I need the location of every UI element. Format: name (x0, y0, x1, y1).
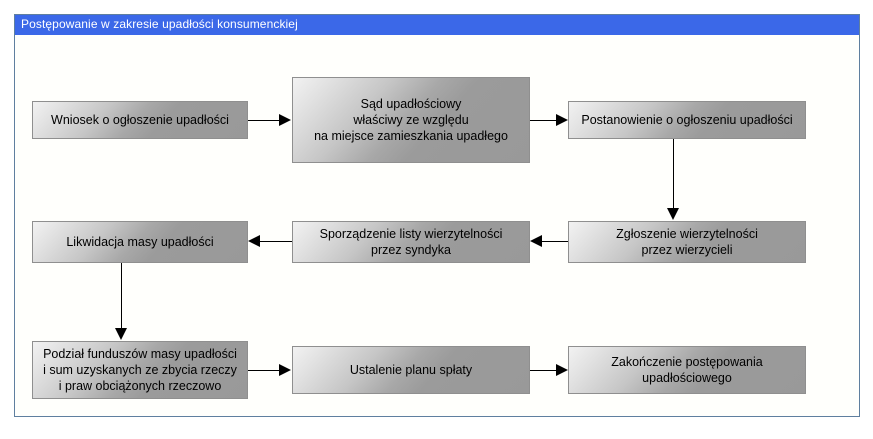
edge-postanowienie-to-zgloszenie (673, 139, 674, 209)
flow-node-postanowienie-line-1: Postanowienie o ogłoszeniu upadłości (581, 113, 793, 127)
flow-node-zgloszenie-wierzytelnosci[interactable]: Zgłoszenie wierzytelności przez wierzyci… (568, 221, 806, 263)
flow-node-podzial-funduszow-line-3: i praw obciążonych rzeczowo (58, 379, 222, 393)
flow-node-podzial-funduszow-line-1: Podział funduszów masy upadłości (43, 347, 237, 361)
flow-node-sporzadzenie-listy-line-2: przez syndyka (371, 243, 451, 257)
flow-node-postanowienie[interactable]: Postanowienie o ogłoszeniu upadłości (568, 101, 806, 139)
window-title-bar: Postępowanie w zakresie upadłości konsum… (15, 15, 859, 35)
flow-node-zakonczenie-line-1: Zakończenie postępowania (611, 355, 763, 369)
flow-node-zgloszenie-wierzytelnosci-line-1: Zgłoszenie wierzytelności (616, 227, 758, 241)
flow-node-sporzadzenie-listy-line-1: Sporządzenie listy wierzytelności (319, 227, 503, 241)
flow-node-wniosek-line-1: Wniosek o ogłoszenie upadłości (51, 113, 229, 127)
flow-node-ustalenie-planu-line-1: Ustalenie planu spłaty (349, 363, 473, 377)
flow-node-ustalenie-planu[interactable]: Ustalenie planu spłaty (292, 346, 530, 394)
window-title: Postępowanie w zakresie upadłości konsum… (21, 17, 298, 31)
edge-sporzadzenie-to-likwidacja (260, 241, 292, 242)
edge-podzial-to-ustalenie-arrowhead (279, 364, 291, 376)
flow-node-likwidacja-line-1: Likwidacja masy upadłości (66, 235, 214, 249)
edge-likwidacja-to-podzial-arrowhead (115, 328, 127, 340)
flow-node-sad-upadlosciowy-line-3: na miejsce zamieszkania upadłego (314, 129, 508, 143)
flow-node-sporzadzenie-listy[interactable]: Sporządzenie listy wierzytelności przez … (292, 221, 530, 263)
flow-node-podzial-funduszow-line-2: i sum uzyskanych ze zbycia rzeczy (43, 363, 237, 377)
edge-sad-to-postanowienie (530, 120, 557, 121)
flow-node-sad-upadlosciowy[interactable]: Sąd upadłościowy właściwy ze względu na … (292, 77, 530, 163)
flow-node-wniosek[interactable]: Wniosek o ogłoszenie upadłości (32, 101, 248, 139)
edge-zgloszenie-to-sporzadzenie (542, 241, 568, 242)
flow-node-podzial-funduszow[interactable]: Podział funduszów masy upadłości i sum u… (32, 341, 248, 399)
flow-node-likwidacja[interactable]: Likwidacja masy upadłości (32, 221, 248, 263)
edge-wniosek-to-sad (248, 120, 280, 121)
flow-node-sad-upadlosciowy-line-2: właściwy ze względu (353, 113, 469, 127)
edge-wniosek-to-sad-arrowhead (279, 114, 291, 126)
edge-sad-to-postanowienie-arrowhead (556, 114, 568, 126)
diagram-window: Postępowanie w zakresie upadłości konsum… (14, 14, 860, 417)
edge-sporzadzenie-to-likwidacja-arrowhead (248, 235, 260, 247)
edge-ustalenie-to-zakonczenie (530, 370, 557, 371)
edge-ustalenie-to-zakonczenie-arrowhead (556, 364, 568, 376)
edge-likwidacja-to-podzial (121, 263, 122, 329)
edge-zgloszenie-to-sporzadzenie-arrowhead (530, 235, 542, 247)
flow-node-zakonczenie[interactable]: Zakończenie postępowania upadłościowego (568, 346, 806, 394)
edge-podzial-to-ustalenie (248, 370, 280, 371)
edge-postanowienie-to-zgloszenie-arrowhead (667, 208, 679, 220)
diagram-canvas: Wniosek o ogłoszenie upadłości Sąd upadł… (15, 35, 859, 416)
flow-node-zgloszenie-wierzytelnosci-line-2: przez wierzycieli (641, 243, 733, 257)
flow-node-sad-upadlosciowy-line-1: Sąd upadłościowy (360, 97, 462, 111)
flow-node-zakonczenie-line-2: upadłościowego (642, 371, 732, 385)
